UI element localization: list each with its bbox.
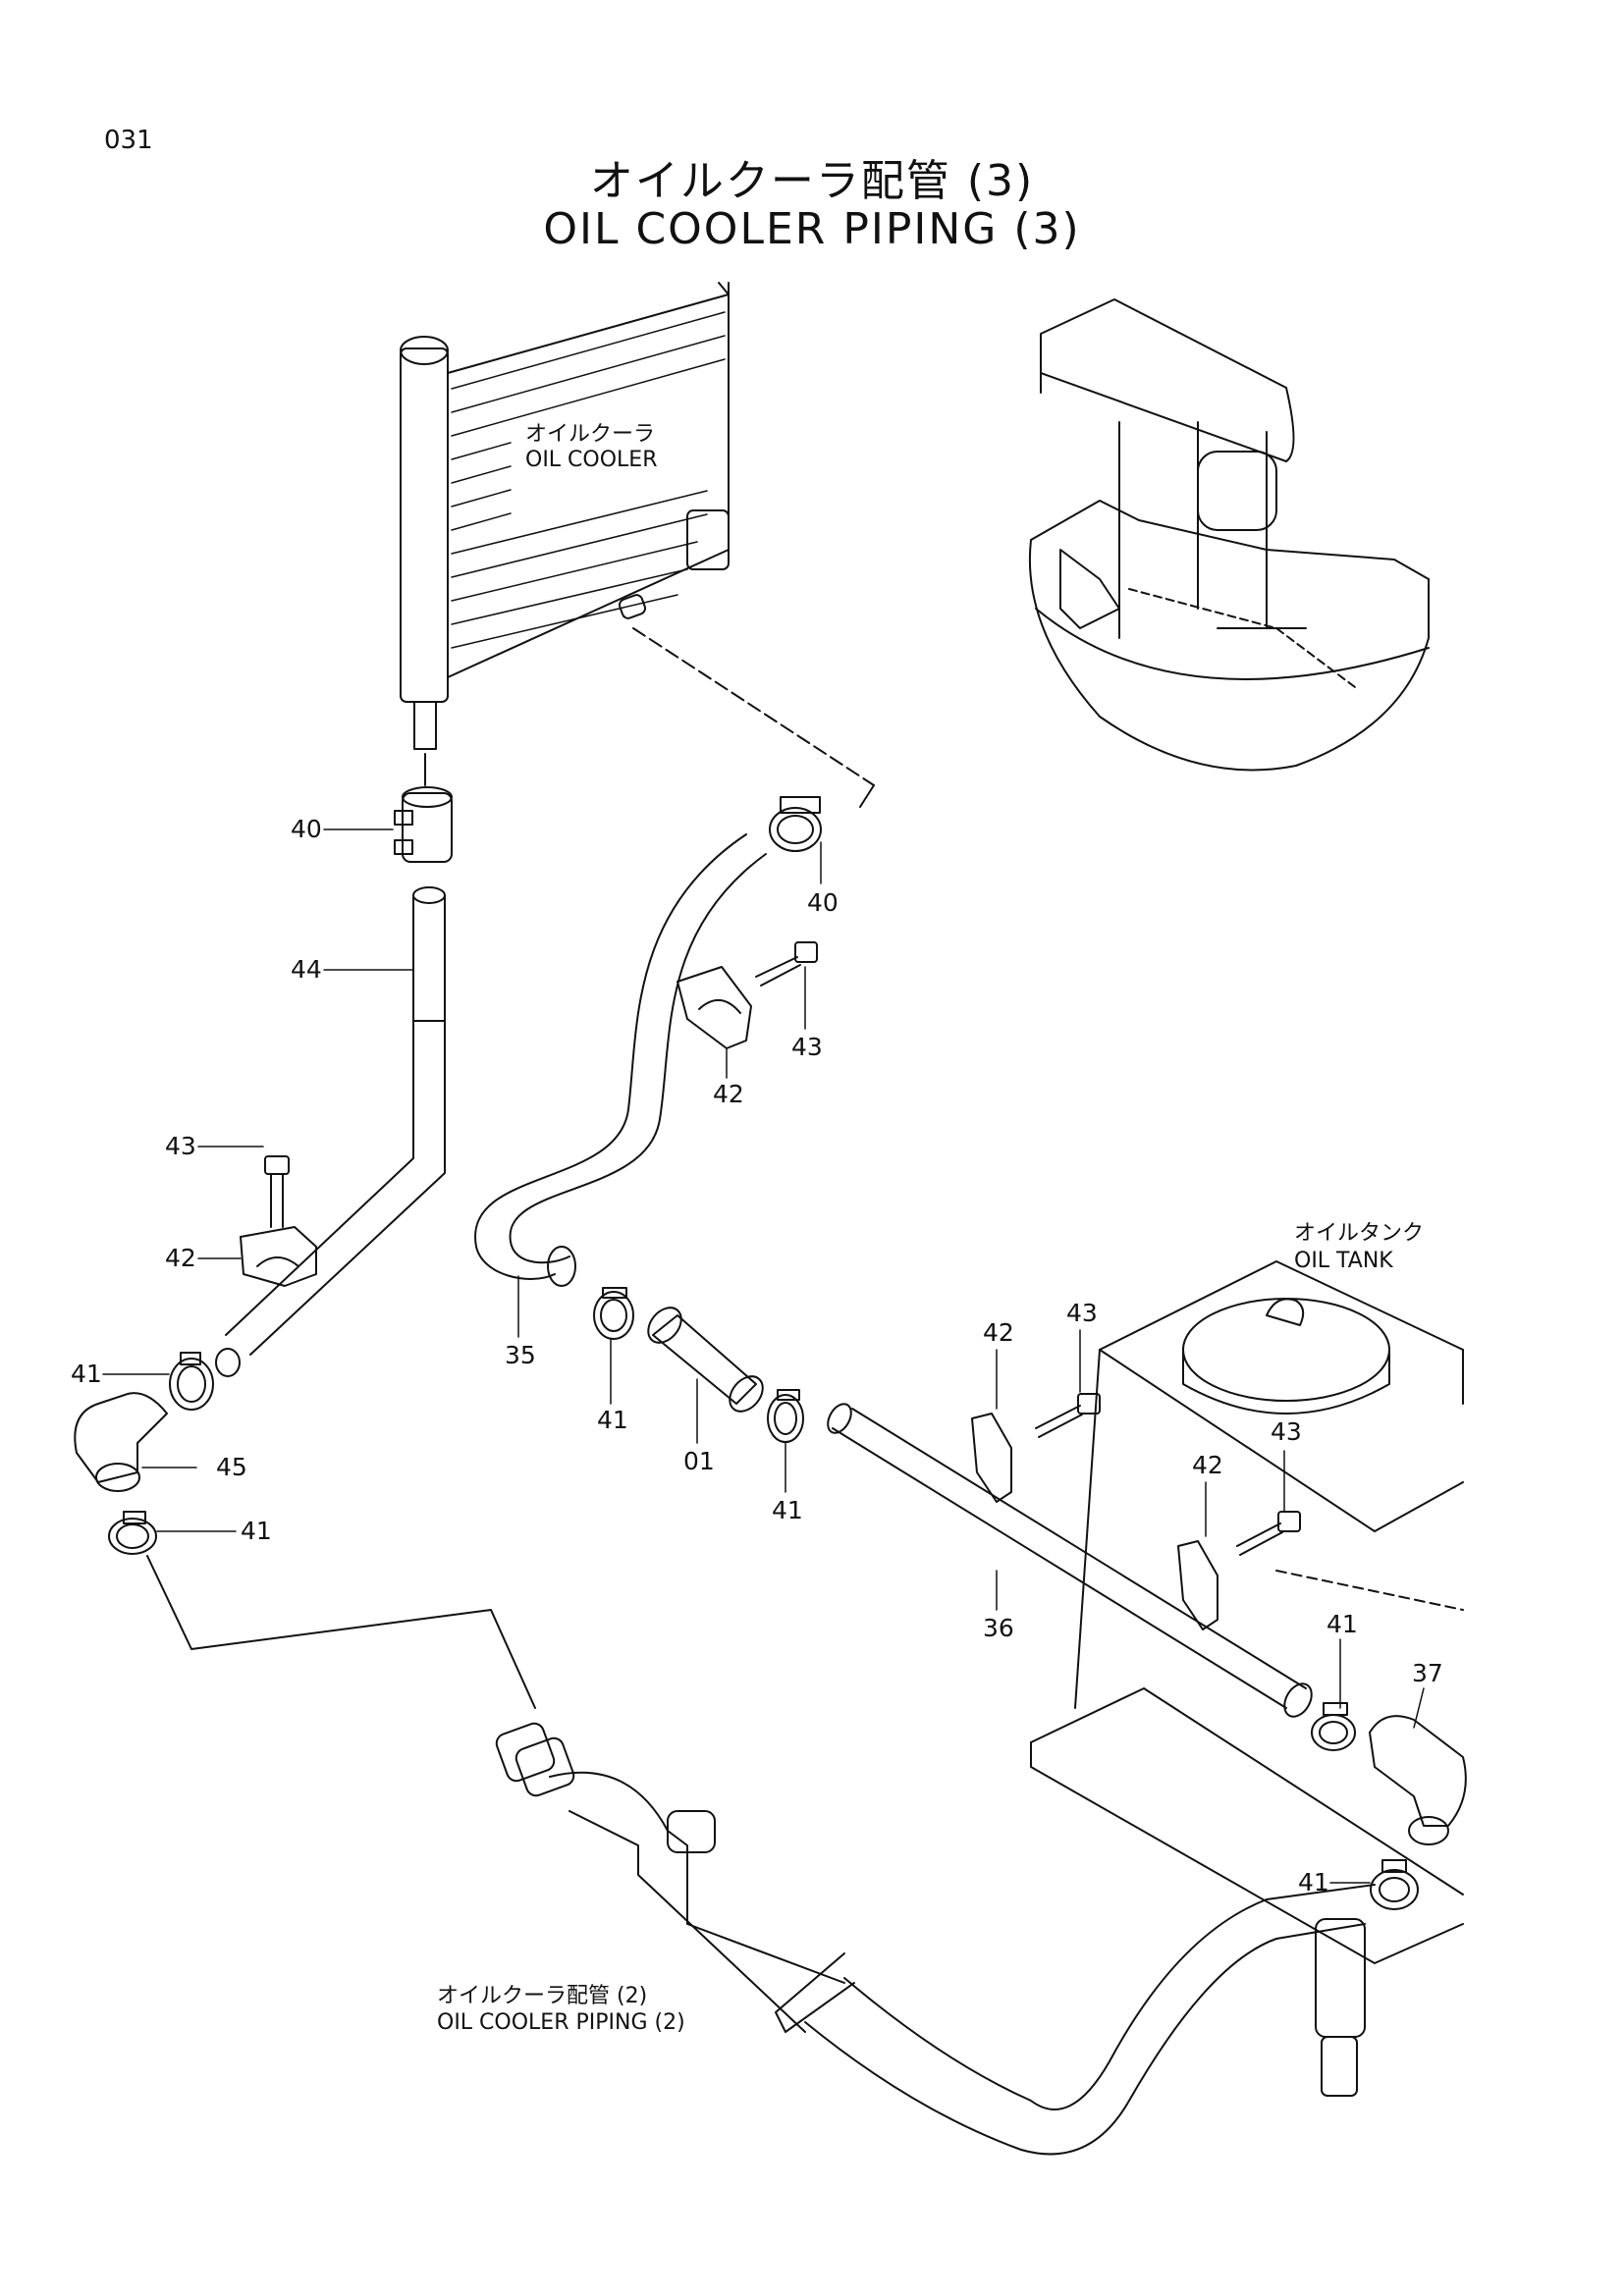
hose-clamp-41-lower-left xyxy=(109,1512,535,1708)
callout-44: 44 xyxy=(291,955,322,984)
callout-42-middle: 42 xyxy=(713,1080,744,1108)
hose-clamp-41-right xyxy=(1312,1703,1355,1750)
callout-43-middle: 43 xyxy=(791,1033,823,1061)
hose-clamp-41-bottom-right xyxy=(1371,1860,1418,1909)
callout-36: 36 xyxy=(983,1614,1014,1642)
callout-43-left: 43 xyxy=(165,1132,196,1160)
callout-41-middle: 41 xyxy=(597,1406,628,1434)
oil-pipe-36 xyxy=(823,1400,1317,1721)
machine-overview-illustration xyxy=(1030,299,1429,770)
callout-41-left: 41 xyxy=(71,1360,102,1388)
hose-clamp-40-left xyxy=(395,754,452,862)
callout-43-right-lower: 43 xyxy=(1271,1417,1302,1446)
elbow-hose-45 xyxy=(75,1393,167,1491)
bracket-42-right-upper xyxy=(972,1414,1011,1502)
bolt-43-middle xyxy=(756,942,817,986)
callout-40-left: 40 xyxy=(291,815,322,843)
label-piping-2-en: OIL COOLER PIPING (2) xyxy=(437,2010,685,2035)
hose-clamp-41-middle-right xyxy=(768,1390,803,1442)
hose-clamp-41-middle xyxy=(594,1288,633,1339)
bolt-43-right-upper xyxy=(1036,1394,1100,1437)
callout-40-right: 40 xyxy=(807,888,839,917)
label-oil-tank-jp: オイルタンク xyxy=(1294,1221,1425,1246)
callout-01: 01 xyxy=(683,1447,715,1475)
callout-43-right-upper: 43 xyxy=(1066,1299,1098,1327)
callout-41-lower-left: 41 xyxy=(241,1517,272,1545)
callout-35: 35 xyxy=(505,1341,536,1369)
page-title-en: OIL COOLER PIPING (3) xyxy=(543,204,1081,254)
oil-cooler-illustration xyxy=(401,283,874,807)
bolt-43-left xyxy=(265,1156,289,1227)
label-oil-cooler-en: OIL COOLER xyxy=(525,448,658,472)
label-oil-tank-en: OIL TANK xyxy=(1294,1249,1393,1273)
hose-clamp-41-left xyxy=(170,1353,213,1410)
callout-37: 37 xyxy=(1412,1659,1443,1687)
page-title-jp: オイルクーラ配管 (3) xyxy=(589,156,1035,206)
bracket-42-middle xyxy=(677,967,751,1048)
hose-35 xyxy=(475,834,766,1286)
callout-41-bottom-right: 41 xyxy=(1298,1868,1329,1896)
hose-01 xyxy=(641,1302,769,1418)
bolt-43-right-lower xyxy=(1237,1512,1300,1555)
hose-clamp-40-right xyxy=(770,797,821,851)
page-number: 031 xyxy=(104,126,153,155)
label-oil-cooler-jp: オイルクーラ xyxy=(525,422,656,447)
bracket-42-left xyxy=(241,1227,316,1286)
callout-45: 45 xyxy=(216,1453,247,1481)
callout-41-middle-right: 41 xyxy=(772,1496,803,1524)
callout-42-right-upper: 42 xyxy=(983,1318,1014,1347)
label-piping-2-jp: オイルクーラ配管 (2) xyxy=(437,1984,648,2008)
callout-42-left: 42 xyxy=(165,1244,196,1272)
oil-cooler-piping-2-assembly xyxy=(494,1721,1375,2154)
callout-leaders xyxy=(103,829,1424,1883)
oil-pipe-44 xyxy=(216,887,445,1376)
elbow-hose-37 xyxy=(1370,1716,1466,1844)
oil-tank-illustration xyxy=(1031,1261,1463,1963)
callout-42-right-lower: 42 xyxy=(1192,1451,1223,1479)
bracket-42-right-lower xyxy=(1178,1541,1218,1629)
callout-41-right: 41 xyxy=(1326,1610,1358,1638)
